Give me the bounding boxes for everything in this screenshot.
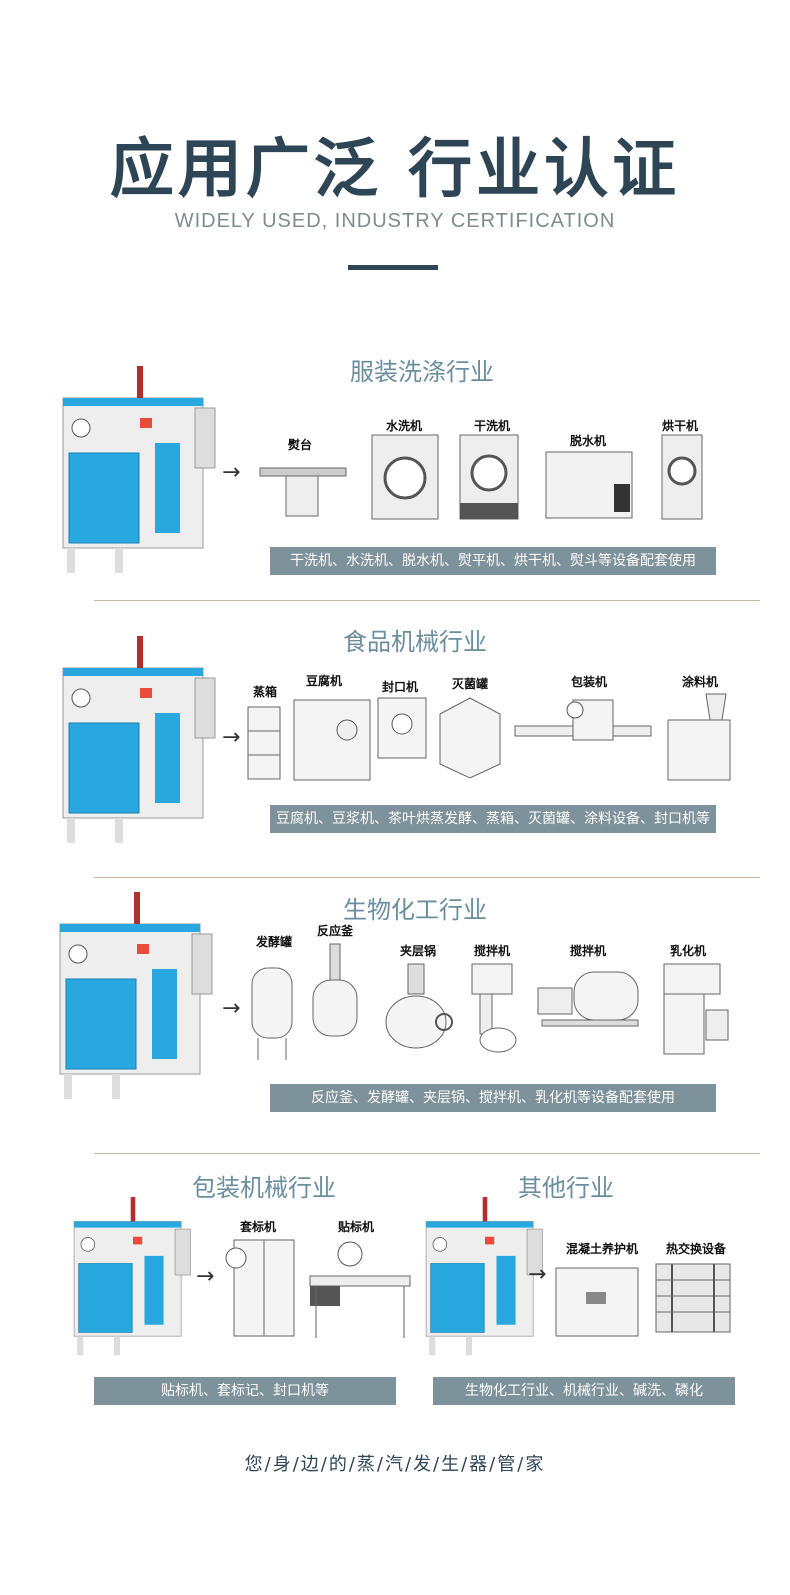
machine-label: 搅拌机: [474, 944, 511, 958]
fermenter-image: [251, 967, 293, 1060]
steam-generator-image: [59, 892, 213, 1099]
steam-generator-image: [73, 1197, 191, 1356]
reactor-image: [312, 943, 358, 1037]
arrow-icon: →: [222, 996, 241, 1021]
machine-label: 脱水机: [570, 434, 607, 448]
machine-label: 烘干机: [662, 419, 699, 433]
section-caption: 干洗机、水洗机、脱水机、熨平机、烘干机、熨斗等设备配套使用: [270, 547, 716, 575]
machine-label: 豆腐机: [306, 674, 343, 688]
section-title: 生物化工行业: [343, 896, 487, 924]
section-biochemical: 生物化工行业 → 发酵罐 反应釜 夹层锅 搅拌机 搅拌机 乳化机 反应釜、发酵罐…: [0, 882, 790, 1142]
steam-generator-image: [62, 636, 216, 843]
steam-generator-image: [62, 366, 216, 573]
packaging-machine-image: [514, 699, 652, 741]
machine-label: 搅拌机: [570, 944, 607, 958]
machine-label: 套标机: [240, 1220, 277, 1234]
sterilizer-image: [439, 697, 501, 779]
arrow-icon: →: [222, 725, 241, 750]
section-caption: 反应釜、发酵罐、夹层锅、搅拌机、乳化机等设备配套使用: [270, 1084, 716, 1112]
section-food-machinery: 食品机械行业 → 蒸箱 豆腐机 封口机 灭菌罐 包装机 涂料机 豆腐机、豆浆机、…: [0, 610, 790, 870]
footer-slogan: 您/身/边/的/蒸/汽/发/生/器/管/家: [244, 1454, 546, 1475]
section-other-industries: 其他行业 → 混凝土养护机 热交换设备 生物化工行业、机械行业、碱洗、磷化: [0, 1160, 790, 1410]
steam-generator-image: [425, 1197, 543, 1356]
dry-cleaner-image: [459, 434, 519, 520]
machine-label: 混凝土养护机: [566, 1242, 639, 1256]
section-title: 食品机械行业: [343, 628, 487, 656]
section-caption: 生物化工行业、机械行业、碱洗、磷化: [433, 1377, 735, 1405]
section-divider: [94, 1153, 760, 1154]
jacketed-kettle-image: [385, 963, 453, 1049]
machine-label: 夹层锅: [400, 944, 437, 958]
sealer-image: [377, 697, 427, 759]
page-subtitle: WIDELY USED, INDUSTRY CERTIFICATION: [174, 210, 616, 232]
section-packaging-machinery: 包装机械行业 → 套标机 贴标机 贴标机、套标记、封口机等: [0, 1160, 790, 1410]
arrow-icon: →: [196, 1264, 215, 1289]
concrete-curing-machine-image: [555, 1267, 639, 1337]
page-title: 应用广泛 行业认证: [109, 133, 681, 207]
coating-machine-image: [667, 693, 731, 781]
machine-label: 熨台: [288, 438, 313, 452]
machine-label: 封口机: [382, 680, 419, 694]
section-caption: 豆腐机、豆浆机、茶叶烘蒸发酵、蒸箱、灭菌罐、涂料设备、封口机等: [270, 805, 716, 833]
machine-label: 反应釜: [317, 924, 354, 938]
machine-label: 水洗机: [386, 419, 423, 433]
labeler-image: [309, 1241, 411, 1338]
machine-label: 涂料机: [682, 675, 719, 689]
machine-label: 包装机: [571, 675, 608, 689]
tofu-machine-image: [293, 699, 371, 781]
spin-dryer-image: [545, 451, 633, 519]
heat-exchanger-image: [655, 1263, 731, 1333]
sleeve-labeler-image: [225, 1239, 295, 1337]
ironing-table-image: [259, 467, 347, 517]
section-caption: 贴标机、套标记、封口机等: [94, 1377, 396, 1405]
washer-image: [371, 434, 439, 520]
section-title: 服装洗涤行业: [350, 358, 494, 386]
machine-label: 贴标机: [338, 1220, 375, 1234]
machine-label: 干洗机: [474, 419, 511, 433]
drum-mixer-image: [537, 971, 639, 1027]
emulsifier-image: [663, 963, 729, 1055]
arrow-icon: →: [528, 1262, 547, 1287]
machine-label: 灭菌罐: [452, 677, 489, 691]
dryer-image: [661, 434, 703, 520]
title-underline: [348, 265, 438, 270]
machine-label: 热交换设备: [666, 1242, 727, 1256]
machine-label: 蒸箱: [253, 685, 278, 699]
section-divider: [94, 600, 760, 601]
mixer-image: [471, 963, 517, 1053]
machine-label: 乳化机: [670, 944, 707, 958]
section-divider: [94, 877, 760, 878]
machine-label: 发酵罐: [256, 935, 293, 949]
arrow-icon: →: [222, 460, 241, 485]
section-title: 包装机械行业: [192, 1174, 336, 1202]
steamer-image: [247, 706, 281, 780]
section-title: 其他行业: [518, 1174, 614, 1202]
section-laundry: 服装洗涤行业 → 熨台 水洗机 干洗机 脱水机 烘干机 干洗机、水洗机、脱水机、…: [0, 340, 790, 600]
